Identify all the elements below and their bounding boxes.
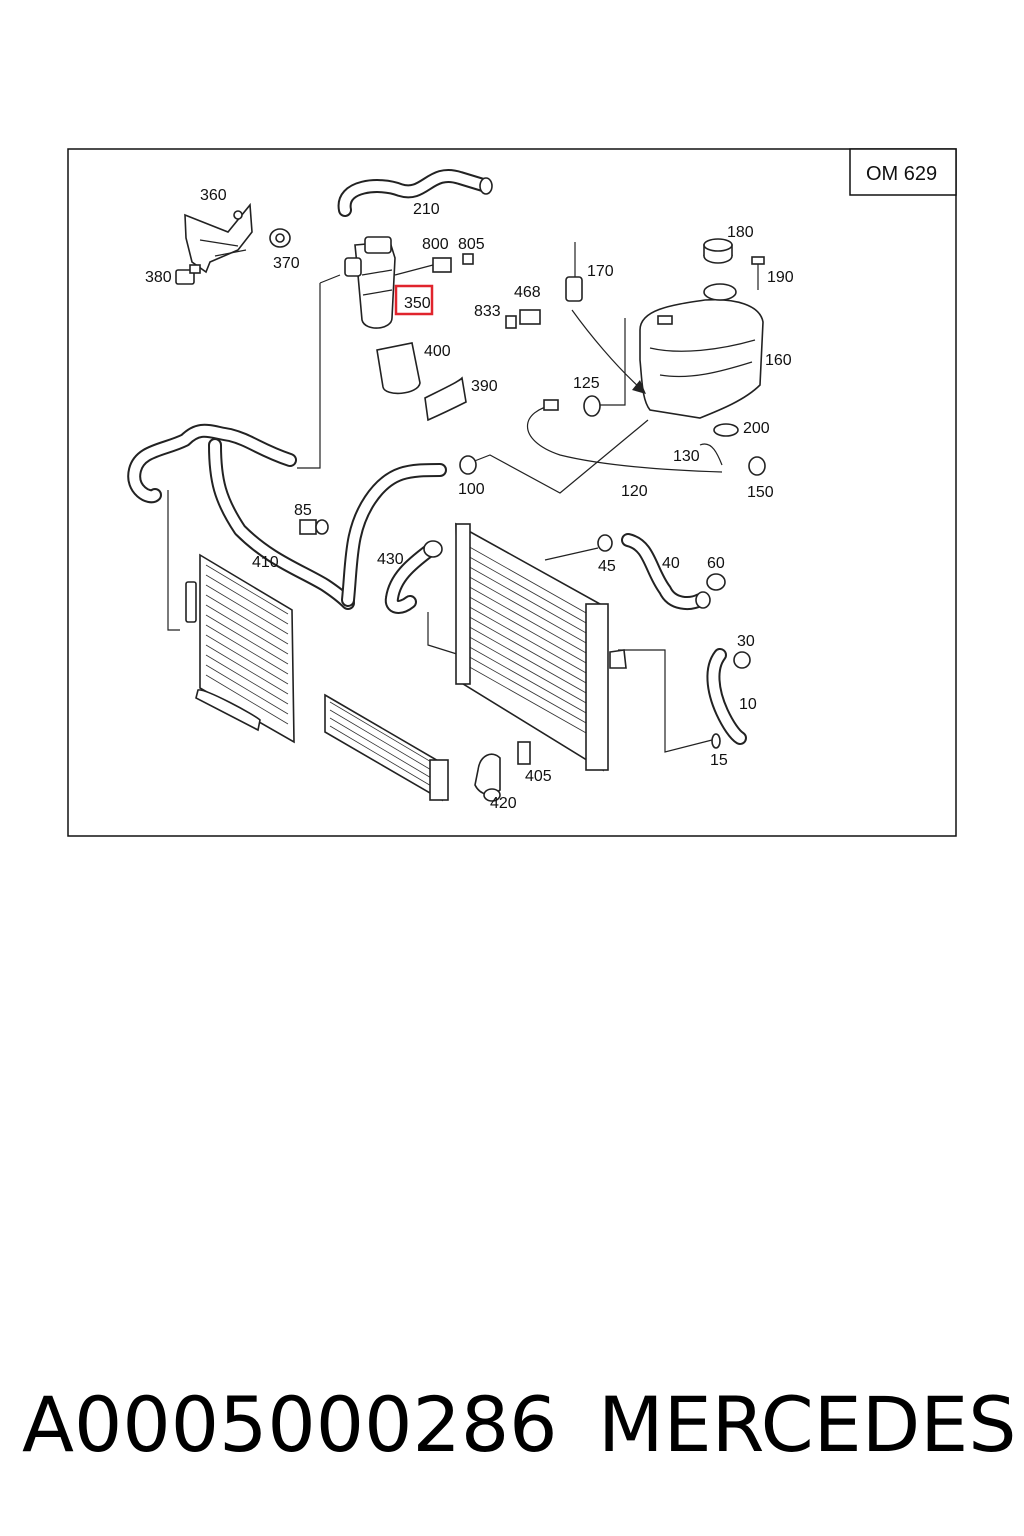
callout-40[interactable]: 40 [662, 555, 680, 572]
connector-800[interactable] [432, 257, 452, 273]
callout-150[interactable]: 150 [747, 484, 774, 501]
part-number: A0005000286 [22, 1380, 558, 1469]
callout-85[interactable]: 85 [294, 502, 312, 519]
callout-120[interactable]: 120 [621, 483, 648, 500]
clamp-150[interactable] [748, 456, 766, 476]
callout-805[interactable]: 805 [458, 236, 485, 253]
hose-210[interactable] [337, 169, 493, 217]
arrow-head [632, 380, 646, 394]
o-ring-125[interactable] [583, 395, 601, 417]
sensor-405[interactable] [517, 741, 531, 765]
callout-430[interactable]: 430 [377, 551, 404, 568]
intercooler[interactable] [324, 693, 449, 802]
callout-468[interactable]: 468 [514, 284, 541, 301]
o-ring-45[interactable] [597, 534, 613, 552]
grommet-370-inner [275, 233, 285, 243]
callout-190[interactable]: 190 [767, 269, 794, 286]
clamp-30[interactable] [733, 651, 751, 669]
callout-800[interactable]: 800 [422, 236, 449, 253]
arrow-to-tank [571, 309, 641, 389]
connector-420[interactable] [474, 753, 501, 802]
line-120[interactable] [527, 404, 723, 473]
cap-180[interactable] [703, 238, 733, 264]
hose-10[interactable] [706, 648, 747, 745]
callout-180[interactable]: 180 [727, 224, 754, 241]
shield-390[interactable] [424, 376, 467, 422]
callout-130[interactable]: 130 [673, 448, 700, 465]
callout-170[interactable]: 170 [587, 263, 614, 280]
callout-370[interactable]: 370 [273, 255, 300, 272]
footer: A0005000286 MERCEDES [0, 1370, 1024, 1480]
callout-360[interactable]: 360 [200, 187, 227, 204]
callout-10[interactable]: 10 [739, 696, 757, 713]
callout-45[interactable]: 45 [598, 558, 616, 575]
callout-160[interactable]: 160 [765, 352, 792, 369]
clip-805[interactable] [462, 253, 474, 265]
callout-125[interactable]: 125 [573, 375, 600, 392]
callout-420[interactable]: 420 [490, 795, 517, 812]
hose-430[interactable] [384, 540, 443, 614]
line-120-end [543, 399, 559, 411]
engine-badge: OM 629 [866, 163, 937, 185]
connector-833[interactable] [505, 315, 517, 329]
callout-410[interactable]: 410 [252, 554, 279, 571]
bolt-190[interactable] [751, 256, 765, 290]
condenser[interactable] [185, 553, 295, 744]
bracket-360[interactable] [184, 202, 253, 274]
hose-40[interactable] [621, 533, 711, 610]
sleeve-400[interactable] [376, 342, 421, 395]
radiator[interactable] [455, 522, 627, 772]
leader-lines [167, 274, 713, 753]
highlight-box-350 [394, 284, 434, 316]
clip-130[interactable] [699, 443, 723, 466]
water-pump-350[interactable] [344, 236, 396, 329]
callout-390[interactable]: 390 [471, 378, 498, 395]
clip-85[interactable] [299, 519, 329, 535]
sensor-170[interactable] [565, 242, 583, 302]
callout-405[interactable]: 405 [525, 768, 552, 785]
brand-name: MERCEDES [598, 1380, 1017, 1469]
bolt-380[interactable] [175, 264, 201, 285]
engine-badge-box [849, 148, 957, 196]
callout-833[interactable]: 833 [474, 303, 501, 320]
clamp-60[interactable] [706, 573, 726, 591]
callout-350-highlighted[interactable]: 350 [404, 295, 431, 312]
clamp-100[interactable] [459, 455, 477, 475]
tank-160[interactable] [639, 283, 764, 419]
connector-468[interactable] [519, 309, 541, 325]
callout-200[interactable]: 200 [743, 420, 770, 437]
callout-60[interactable]: 60 [707, 555, 725, 572]
callout-400[interactable]: 400 [424, 343, 451, 360]
hose-410[interactable] [127, 423, 447, 610]
callout-210[interactable]: 210 [413, 201, 440, 218]
callout-380[interactable]: 380 [145, 269, 172, 286]
callout-30[interactable]: 30 [737, 633, 755, 650]
grommet-200[interactable] [713, 423, 739, 437]
callout-15[interactable]: 15 [710, 752, 728, 769]
callout-100[interactable]: 100 [458, 481, 485, 498]
o-ring-15[interactable] [711, 733, 721, 749]
